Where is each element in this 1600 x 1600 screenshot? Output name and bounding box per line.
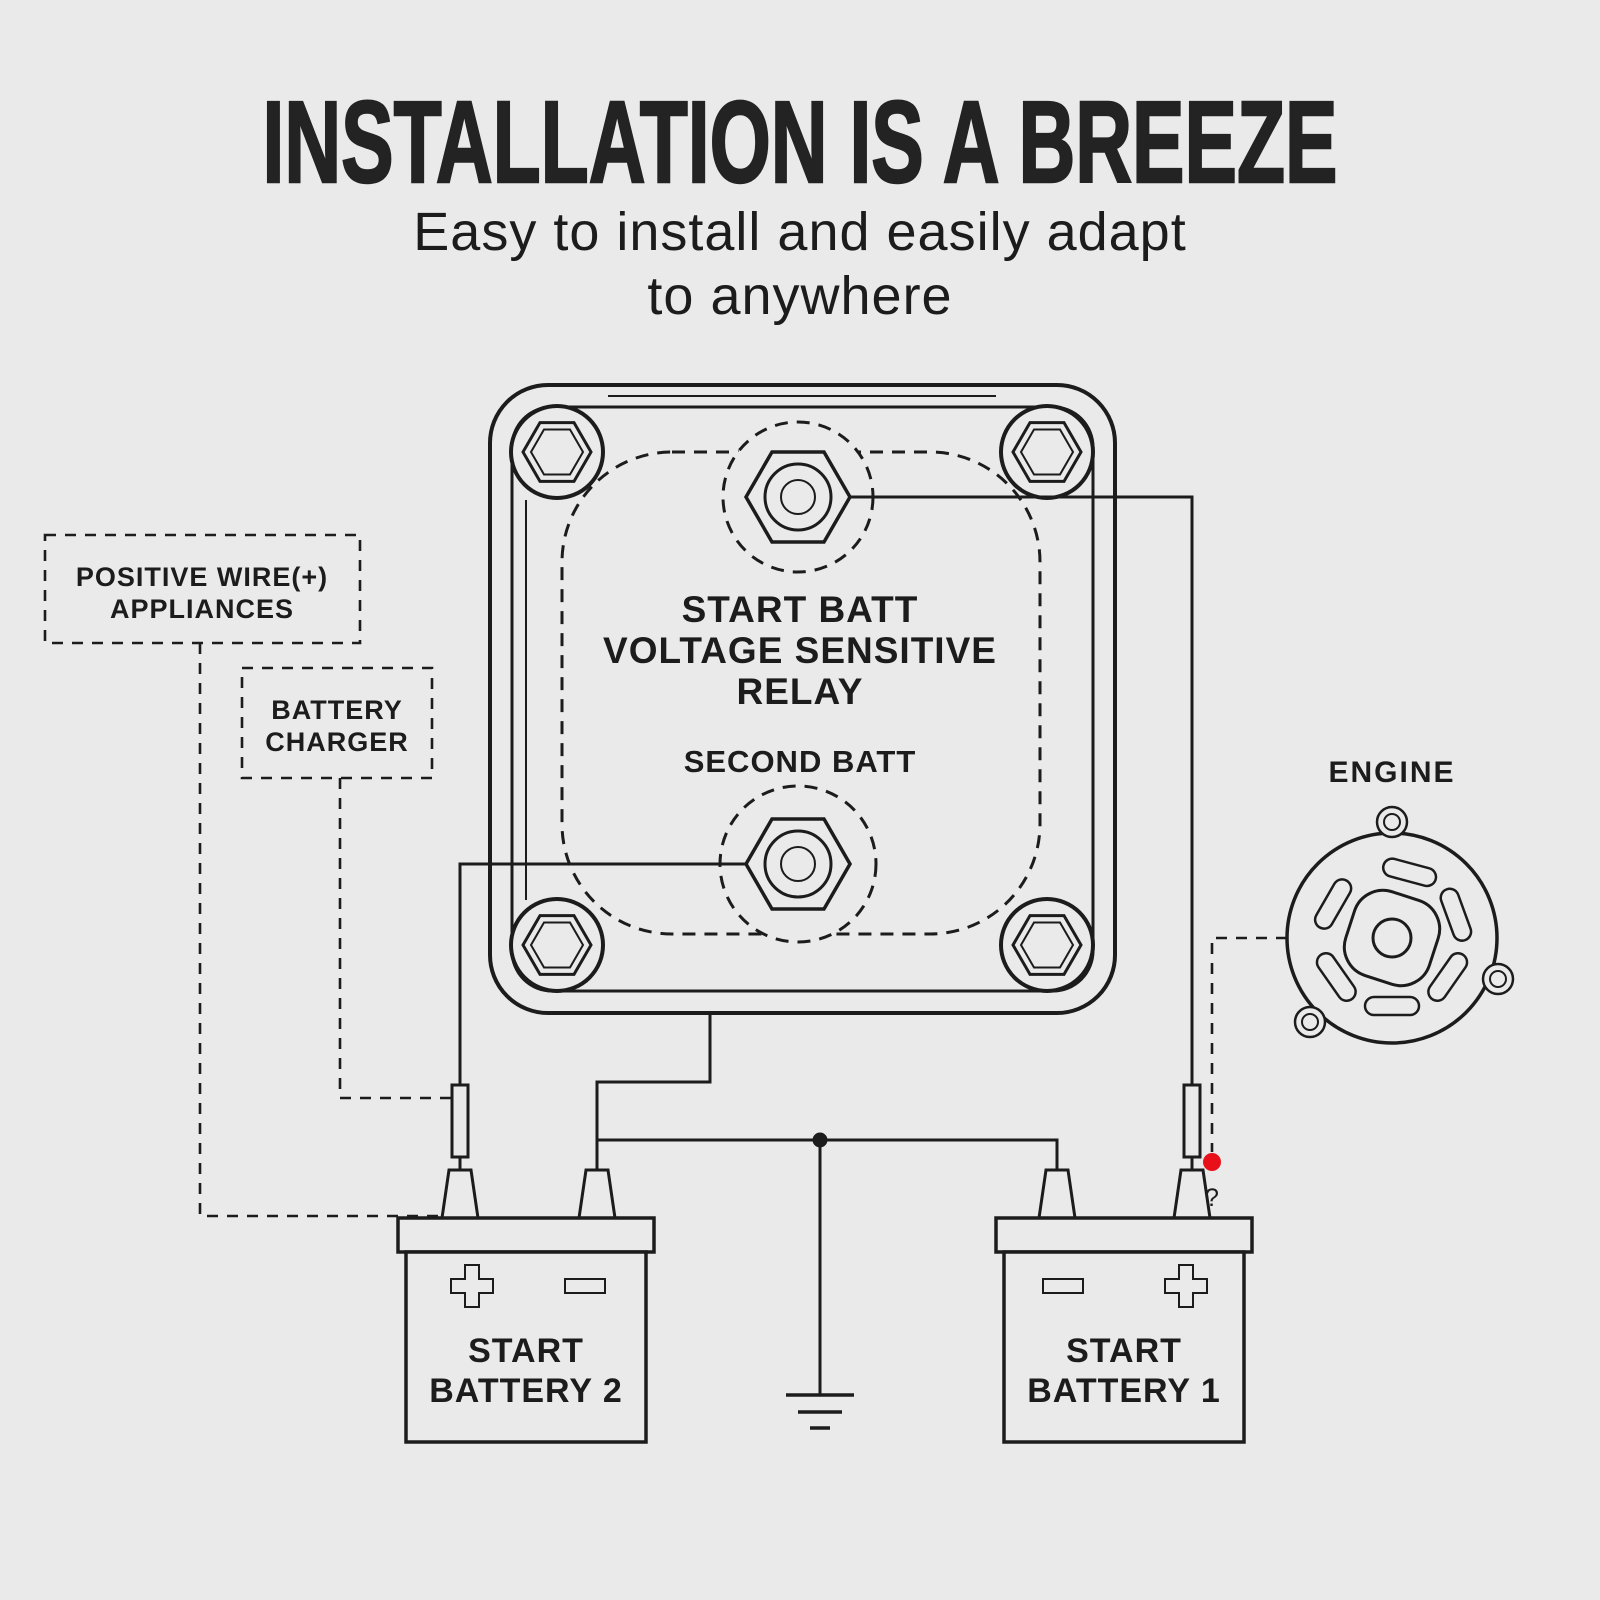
- relay-bolt-top-left: [509, 404, 605, 500]
- wire-second-batt-to-battery2: [458, 862, 798, 1170]
- dashed-wire-engine-sense: [1210, 936, 1287, 1152]
- relay-bolt-top-right: [999, 404, 1095, 500]
- fuse-right: [1182, 1083, 1202, 1159]
- charger-label-line1: BATTERY: [271, 695, 403, 725]
- relay-label-line2: VOLTAGE SENSITIVE: [603, 630, 997, 671]
- engine-shaft: [1371, 917, 1413, 959]
- engine-bolt-right: [1481, 962, 1515, 996]
- relay-second-terminal-label: SECOND BATT: [684, 744, 917, 779]
- dashed-wire-appliances: [198, 643, 442, 1218]
- battery1-plus-icon: [1164, 1264, 1208, 1308]
- engine-hub: [1342, 888, 1442, 988]
- page-subtitle-line2: to anywhere: [647, 266, 952, 326]
- appliances-label-line1: POSITIVE WIRE(+): [76, 562, 328, 592]
- charger-box: BATTERY CHARGER: [240, 666, 434, 780]
- charger-label-line2: CHARGER: [265, 727, 409, 757]
- junction-dot: [812, 1132, 828, 1148]
- battery1-label-line1: START: [1066, 1332, 1182, 1370]
- red-indicator-dot: [1203, 1153, 1221, 1171]
- battery1-positive-terminal: [1172, 1168, 1212, 1220]
- engine-label: ENGINE: [1328, 756, 1455, 789]
- engine-bolt-bottom-left: [1293, 1005, 1327, 1039]
- battery2-label-line1: START: [468, 1332, 584, 1370]
- appliances-label-line2: APPLIANCES: [110, 594, 294, 624]
- charger-box-border: [240, 666, 434, 780]
- battery2-label-line2: BATTERY 2: [429, 1372, 623, 1410]
- wire-negative-bus: [597, 1138, 1059, 1170]
- battery2-positive-terminal: [440, 1168, 480, 1220]
- appliances-box: POSITIVE WIRE(+) APPLIANCES: [43, 533, 362, 645]
- engine-assembly: [1285, 805, 1515, 1045]
- battery1-negative-terminal: [1037, 1168, 1077, 1220]
- battery1-lid: [994, 1216, 1254, 1254]
- dashed-wire-charger: [338, 778, 452, 1100]
- battery-1: START BATTERY 1: [994, 1168, 1254, 1444]
- page-subtitle-line1: Easy to install and easily adapt: [413, 202, 1186, 262]
- relay-bolt-bottom-left: [509, 897, 605, 993]
- wire-start-batt-to-battery1: [798, 495, 1194, 1170]
- battery2-negative-terminal: [577, 1168, 617, 1220]
- appliances-box-border: [43, 533, 362, 645]
- ground-symbol: [786, 1393, 854, 1430]
- battery1-label-line2: BATTERY 1: [1027, 1372, 1221, 1410]
- battery2-plus-icon: [450, 1264, 494, 1308]
- battery2-minus-icon: [564, 1278, 606, 1294]
- relay-bolt-bottom-right: [999, 897, 1095, 993]
- battery-2: START BATTERY 2: [396, 1168, 656, 1444]
- page-title: INSTALLATION IS A BREEZE: [263, 77, 1338, 207]
- fuse-left: [450, 1083, 470, 1159]
- relay-label-line3: RELAY: [736, 671, 863, 712]
- battery2-lid: [396, 1216, 656, 1254]
- relay-inner-border: [510, 405, 1095, 993]
- battery1-minus-icon: [1042, 1278, 1084, 1294]
- wire-relay-ground-to-battery2: [595, 1011, 712, 1170]
- relay-outer-border: [488, 383, 1117, 1015]
- engine-bolt-top: [1375, 805, 1409, 839]
- relay-label-line1: START BATT: [682, 589, 919, 630]
